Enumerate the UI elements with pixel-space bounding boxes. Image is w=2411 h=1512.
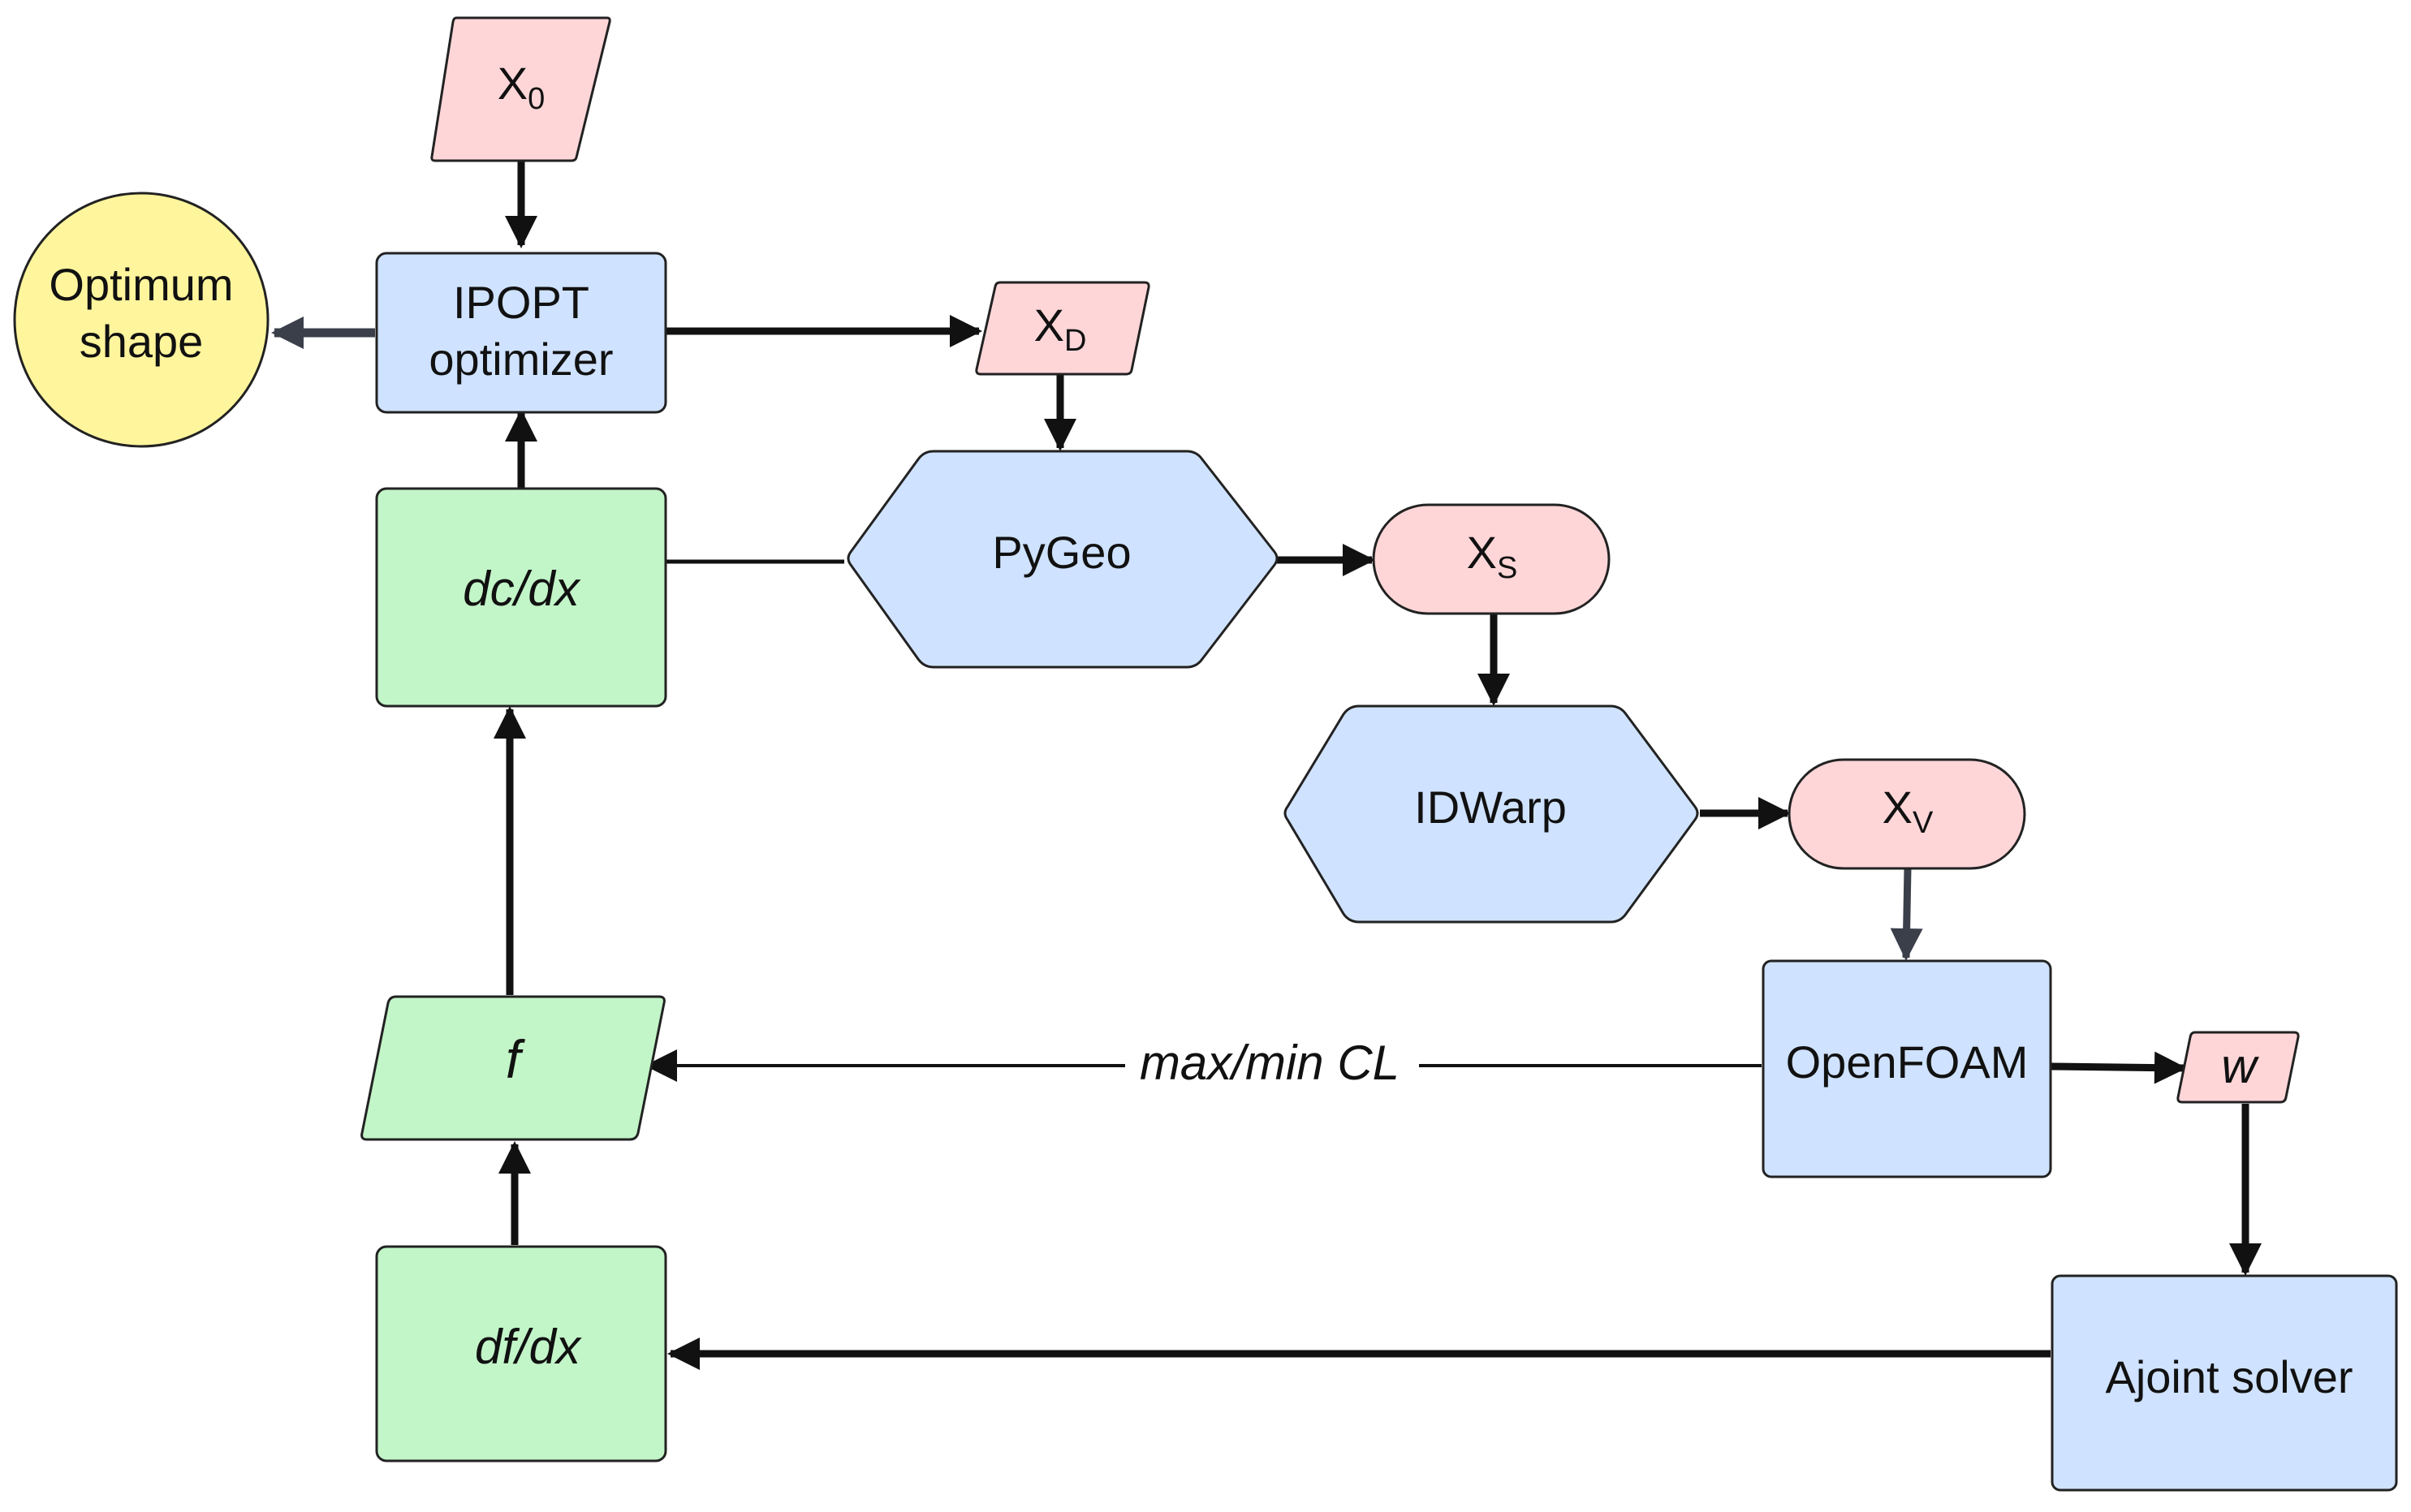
ipopt-label-line1: IPOPT — [453, 277, 589, 328]
optimum-label-line2: shape — [80, 316, 204, 367]
dfdx-label: df/dx — [475, 1320, 582, 1374]
dcdx-label: dc/dx — [463, 562, 580, 616]
xs-main: X — [1467, 527, 1497, 578]
svg-text:XD: XD — [1034, 299, 1087, 358]
adjoint-label: Ajoint solver — [2105, 1351, 2353, 1402]
openfoam-label: OpenFOAM — [1786, 1036, 2029, 1088]
xd-node: XD — [975, 281, 1150, 376]
openfoam-node: OpenFOAM — [1762, 959, 2052, 1178]
adjoint-solver-node: Ajoint solver — [2051, 1274, 2398, 1492]
dfdx-node: df/dx — [375, 1245, 667, 1462]
svg-text:XV: XV — [1883, 782, 1934, 840]
edges: max/min CL — [271, 161, 2262, 1370]
idwarp-node: IDWarp — [1283, 704, 1699, 924]
arrow-xv-to-openfoam — [1890, 868, 1923, 961]
xs-sub: S — [1497, 551, 1517, 585]
idwarp-label: IDWarp — [1414, 782, 1567, 833]
xd-main: X — [1034, 299, 1064, 351]
xv-node: XV — [1788, 758, 2026, 870]
xs-node: XS — [1372, 503, 1611, 615]
xd-sub: D — [1064, 324, 1086, 358]
ipopt-label-line2: optimizer — [429, 334, 613, 385]
x0-node: X0 — [430, 16, 611, 162]
w-node: w — [2176, 1031, 2300, 1104]
dcdx-node: dc/dx — [375, 487, 667, 708]
optimum-label-line1: Optimum — [49, 259, 233, 310]
f-node: f — [360, 995, 666, 1141]
svg-text:XS: XS — [1467, 527, 1518, 585]
optimum-shape-node: Optimum shape — [13, 192, 270, 448]
ipopt-optimizer-node: IPOPT optimizer — [375, 252, 667, 414]
x0-sub: 0 — [528, 82, 545, 116]
xv-sub: V — [1913, 806, 1934, 840]
w-label: w — [2221, 1039, 2259, 1093]
svg-text:X0: X0 — [498, 58, 546, 116]
x0-main: X — [498, 58, 528, 109]
pygeo-node: PyGeo — [847, 450, 1279, 669]
xv-main: X — [1883, 782, 1913, 833]
arrow-openfoam-to-w — [2050, 1051, 2187, 1084]
pygeo-label: PyGeo — [992, 527, 1131, 578]
edge-label-max-min-cl: max/min CL — [1140, 1036, 1400, 1090]
